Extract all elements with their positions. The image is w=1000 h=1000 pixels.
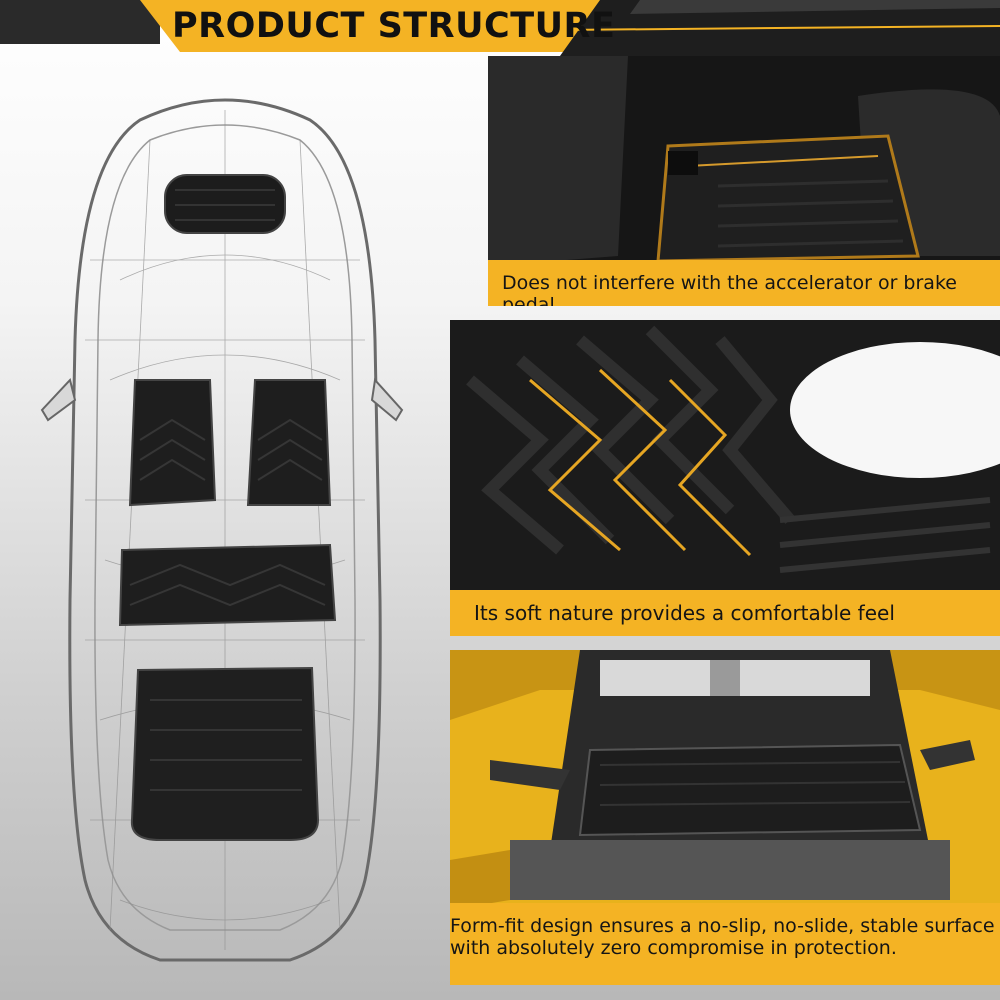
form-fit-caption: Form-fit design ensures a no-slip, no-sl… bbox=[450, 903, 1000, 985]
header-banner bbox=[0, 0, 1000, 56]
comfort-caption: Its soft nature provides a comfortable f… bbox=[450, 590, 1000, 636]
form-fit-caption-line-1: Form-fit design ensures a no-slip, no-sl… bbox=[450, 915, 995, 937]
car-wireframe-illustration bbox=[40, 98, 404, 962]
texture-closeup-panel: Its soft nature provides a comfortable f… bbox=[450, 320, 1000, 636]
mat-texture-photo bbox=[450, 320, 1000, 636]
pedal-caption: Does not interfere with the accelerator … bbox=[488, 260, 1000, 306]
trunk-view-panel: Form-fit design ensures a no-slip, no-sl… bbox=[450, 650, 1000, 985]
form-fit-caption-line-2: with absolutely zero compromise in prote… bbox=[450, 937, 897, 959]
pedal-area-panel: Does not interfere with the accelerator … bbox=[488, 56, 1000, 306]
page-title: PRODUCT STRUCTURE bbox=[172, 6, 616, 46]
